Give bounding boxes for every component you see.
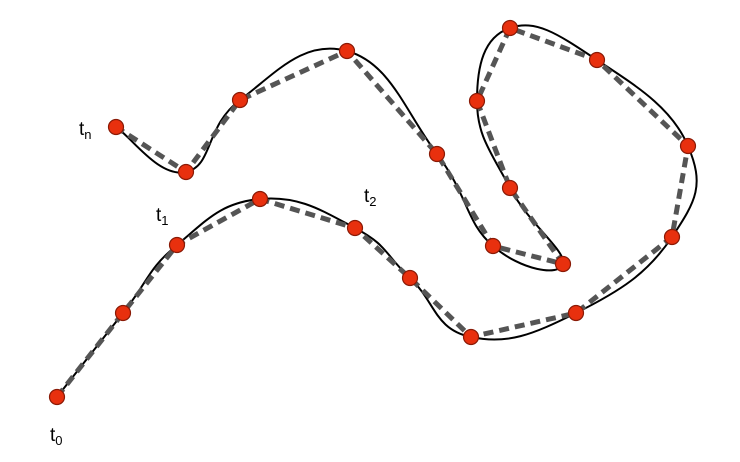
sampled-polyline xyxy=(55,25,691,399)
label-t2: t2 xyxy=(364,186,377,209)
sample-point xyxy=(462,328,480,346)
sample-point xyxy=(251,190,269,208)
sample-point xyxy=(346,219,364,237)
sample-points xyxy=(48,19,697,406)
label-t1: t1 xyxy=(156,205,169,228)
sample-point xyxy=(48,388,66,406)
label-t0: t0 xyxy=(50,425,63,448)
sample-point xyxy=(338,42,356,60)
sample-point xyxy=(168,236,186,254)
sample-point xyxy=(567,304,585,322)
sample-point xyxy=(428,145,446,163)
sample-point xyxy=(107,118,125,136)
sample-point xyxy=(501,19,519,37)
smooth-curve xyxy=(56,24,698,398)
sample-point xyxy=(177,163,195,181)
sample-point xyxy=(554,255,572,273)
sample-point xyxy=(663,228,681,246)
sample-point xyxy=(679,137,697,155)
label-tn: tn xyxy=(79,119,92,142)
sample-point xyxy=(588,51,606,69)
sample-point xyxy=(231,91,249,109)
sample-point xyxy=(468,92,486,110)
sample-point xyxy=(114,304,132,322)
sample-point xyxy=(484,237,502,255)
sample-point xyxy=(401,269,419,287)
sample-point xyxy=(501,179,519,197)
